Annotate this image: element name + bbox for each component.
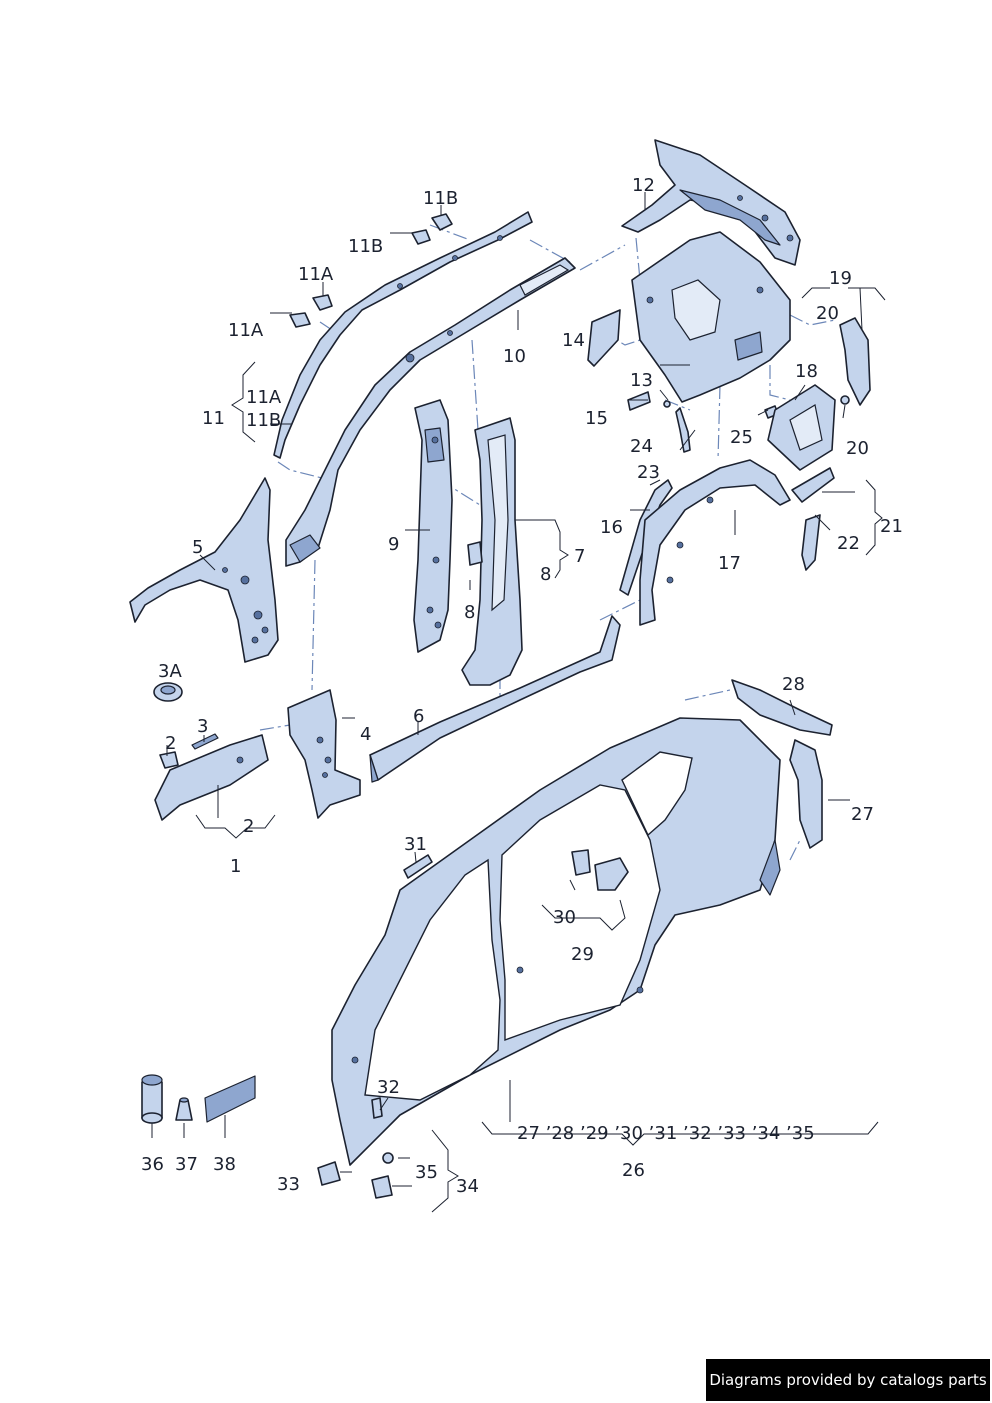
label-16: 16 <box>600 517 623 538</box>
label-34: 34 <box>456 1176 479 1197</box>
label-35: 35 <box>415 1162 438 1183</box>
b-pillar-outer-part-7 <box>461 417 523 686</box>
label-11a-mid: 11A <box>228 320 264 341</box>
label-21: 21 <box>880 516 903 537</box>
label-14: 14 <box>562 330 585 351</box>
label-32: 32 <box>377 1077 400 1098</box>
label-7: 7 <box>574 546 585 567</box>
label-9: 9 <box>388 534 399 555</box>
label-12: 12 <box>632 175 655 196</box>
parts-21-22 <box>791 467 835 571</box>
part-36-cartridge <box>141 1074 163 1124</box>
sill-part-6 <box>369 615 621 783</box>
b-pillar-inner-part-9 <box>413 399 453 653</box>
attribution-text: Diagrams provided by catalogs parts <box>709 1371 987 1389</box>
label-25: 25 <box>730 427 753 448</box>
label-26: 26 <box>622 1160 645 1181</box>
label-2-top: 2 <box>165 733 176 754</box>
label-2-group: 2 <box>243 816 254 837</box>
label-19: 19 <box>829 268 852 289</box>
label-17: 17 <box>718 553 741 574</box>
a-pillar-inner-part-4 <box>287 689 361 819</box>
strip-part-3 <box>191 733 219 750</box>
label-11b-group: 11B <box>246 410 281 431</box>
label-11a-top: 11A <box>298 264 334 285</box>
attribution-footer: Diagrams provided by catalogs parts <box>706 1359 990 1401</box>
label-3: 3 <box>197 716 208 737</box>
label-38: 38 <box>213 1154 236 1175</box>
parts-29-30-31-32 <box>371 849 629 1119</box>
label-4: 4 <box>360 724 371 745</box>
roof-side-inner-part-11 <box>273 211 533 459</box>
label-10: 10 <box>503 346 526 367</box>
roof-rail-part-10 <box>285 257 576 567</box>
label-8-right: 8 <box>540 564 551 585</box>
panel-part-28 <box>731 679 833 736</box>
label-30: 30 <box>553 907 576 928</box>
label-15: 15 <box>585 408 608 429</box>
label-31: 31 <box>404 834 427 855</box>
label-3a: 3A <box>158 661 182 682</box>
bracket-part-2 <box>154 734 269 821</box>
label-6: 6 <box>413 706 424 727</box>
label-8-left: 8 <box>464 602 475 623</box>
parts-33-34-35 <box>317 1152 394 1199</box>
label-20-top: 20 <box>816 303 839 324</box>
label-23: 23 <box>637 462 660 483</box>
side-panel-part-26 <box>331 717 781 1166</box>
label-29: 29 <box>571 944 594 965</box>
label-33: 33 <box>277 1174 300 1195</box>
rear-panel-part-18 <box>767 384 836 471</box>
part-37-plug <box>175 1097 193 1121</box>
panel-part-27 <box>789 739 823 849</box>
label-37: 37 <box>175 1154 198 1175</box>
label-5: 5 <box>192 537 203 558</box>
rear-inner-panel-part-13 <box>631 231 791 403</box>
leader-lines <box>151 192 886 1213</box>
label-11b-mid: 11B <box>348 236 383 257</box>
a-pillar-lower-part-5 <box>129 477 279 663</box>
label-18: 18 <box>795 361 818 382</box>
rear-roof-frame-part-12 <box>621 139 801 266</box>
label-28: 28 <box>782 674 805 695</box>
panel-part-14 <box>587 309 621 367</box>
brackets-11a-11b <box>289 213 453 328</box>
part-number-labels: 11B 11B 11A 11A 11A 11B 11 10 12 14 13 1… <box>141 175 903 1197</box>
bracket-part-19 <box>839 317 871 406</box>
label-1: 1 <box>230 856 241 877</box>
label-11a-group: 11A <box>246 387 282 408</box>
cap-part-3a <box>153 682 183 702</box>
label-27: 27 <box>851 804 874 825</box>
wheel-arch-part-17 <box>639 459 791 626</box>
bracket-part-8 <box>467 541 483 566</box>
label-20-bottom: 20 <box>846 438 869 459</box>
label-11b-top: 11B <box>423 188 458 209</box>
label-36: 36 <box>141 1154 164 1175</box>
part-38-pad <box>204 1075 256 1123</box>
label-11: 11 <box>202 408 225 429</box>
label-13: 13 <box>630 370 653 391</box>
label-24: 24 <box>630 436 653 457</box>
label-22: 22 <box>837 533 860 554</box>
label-26-parts-list: 27 ’28 ’29 ’30 ’31 ’32 ’33 ’34 ’35 <box>517 1123 815 1144</box>
